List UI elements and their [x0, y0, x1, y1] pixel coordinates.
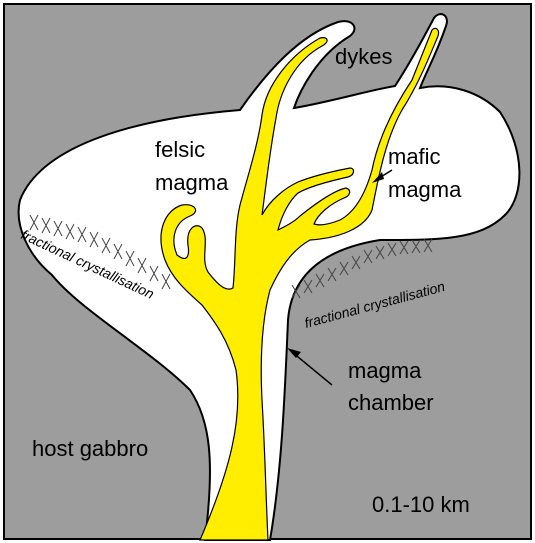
- label-magma-chamber-1: magma: [348, 358, 422, 383]
- label-felsic: felsic: [155, 137, 205, 162]
- label-mafic-magma: magma: [388, 177, 462, 202]
- label-dykes: dykes: [335, 44, 392, 69]
- label-magma-chamber-2: chamber: [348, 390, 434, 415]
- label-host-gabbro: host gabbro: [32, 436, 148, 461]
- label-felsic-magma: magma: [155, 170, 229, 195]
- label-scale: 0.1-10 km: [372, 492, 470, 517]
- label-mafic: mafic: [388, 144, 441, 169]
